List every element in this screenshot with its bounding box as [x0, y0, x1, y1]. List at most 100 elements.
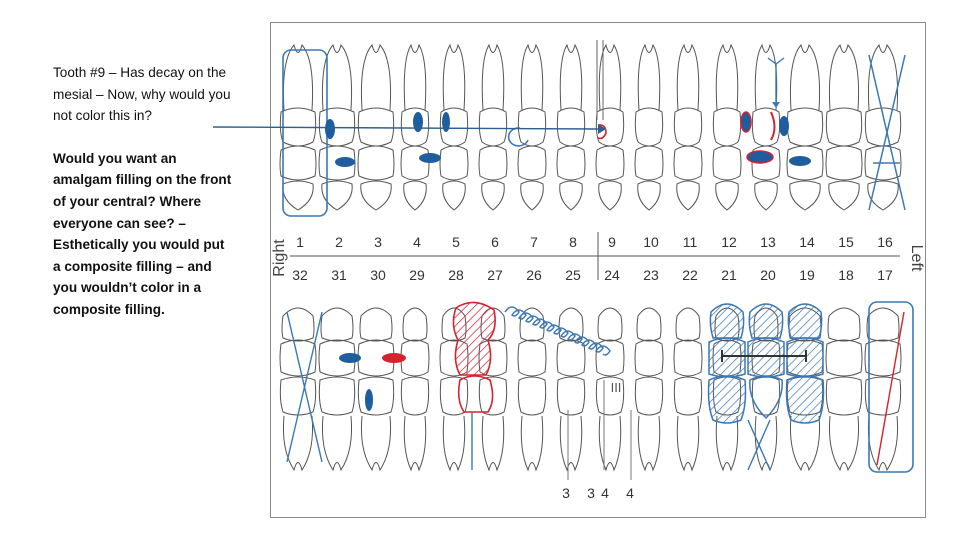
upper-crown [864, 107, 902, 147]
tooth-20-extract-line-b [747, 419, 771, 471]
lower-occlusal [279, 339, 317, 377]
upper-occlusal [400, 145, 430, 181]
upper-root [598, 43, 622, 111]
upper-occlusal [751, 145, 781, 181]
lower-tooth-26 [517, 307, 547, 472]
upper-root [867, 43, 899, 111]
upper-root [715, 43, 739, 111]
lower-lingual [281, 307, 315, 342]
lower-number-28: 28 [448, 267, 464, 283]
lower-tooth-31 [318, 307, 356, 472]
upper-number-12: 12 [721, 234, 737, 250]
bridge-19-21 [707, 303, 825, 424]
tooth-30-buccal-amalgam [365, 389, 373, 411]
upper-number-11: 11 [683, 234, 698, 250]
upper-occlusal [357, 145, 395, 181]
tooth-4-occlusal-amalgam [419, 153, 441, 163]
gingival-recession-mark [504, 306, 611, 356]
lower-lingual [320, 307, 354, 342]
tooth-28-root-outline [457, 375, 494, 413]
upper-tooth-3 [357, 43, 395, 211]
lower-occlusal [864, 339, 902, 377]
upper-lingual [867, 180, 899, 211]
upper-root [360, 43, 392, 111]
tooth-1-missing-outline [282, 49, 328, 217]
upper-tooth-8 [556, 43, 586, 211]
lower-lingual [827, 307, 861, 342]
lower-root [481, 415, 505, 472]
upper-occlusal [825, 145, 863, 181]
upper-root [559, 43, 583, 111]
bridge-unit-occlusal [747, 337, 785, 378]
lower-number-26: 26 [526, 267, 542, 283]
upper-crown [712, 107, 742, 147]
upper-crown [439, 107, 469, 147]
upper-crown [478, 107, 508, 147]
pocket-label: 4 [626, 485, 634, 501]
lower-lingual [636, 307, 662, 342]
tooth-16-extract-line-b [868, 54, 906, 211]
lower-crown [439, 376, 469, 416]
upper-root [442, 43, 466, 111]
tooth-13-decay-outline [770, 111, 776, 141]
upper-crown [825, 107, 863, 147]
upper-crown [634, 107, 664, 147]
lower-number-23: 23 [643, 267, 659, 283]
upper-crown [517, 107, 547, 147]
upper-tooth-10 [634, 43, 664, 211]
note-tooth-9: Tooth #9 – Has decay on the mesial – Now… [53, 65, 231, 124]
upper-number-7: 7 [530, 234, 538, 250]
lower-number-19: 19 [799, 267, 815, 283]
lower-crown [751, 376, 781, 416]
dental-chart-frame [270, 22, 926, 518]
upper-lingual [321, 180, 353, 211]
upper-occlusal [712, 145, 742, 181]
lower-number-32: 32 [292, 267, 308, 283]
tooth-4-distal-amalgam [413, 112, 423, 132]
lower-root [598, 415, 622, 472]
lower-occlusal [595, 339, 625, 377]
upper-tooth-5 [439, 43, 469, 211]
upper-number-16: 16 [877, 234, 893, 250]
lower-lingual [675, 307, 701, 342]
upper-lingual [715, 180, 739, 211]
lower-root [868, 415, 898, 472]
upper-lingual [676, 180, 700, 211]
tooth-17-root-canal-line [876, 311, 905, 466]
upper-number-13: 13 [760, 234, 776, 250]
upper-tooth-4 [400, 43, 430, 211]
pointer-arrow-line [212, 126, 599, 130]
lower-number-24: 24 [604, 267, 620, 283]
lower-number-27: 27 [487, 267, 503, 283]
lower-crown [634, 376, 664, 416]
lower-number-20: 20 [760, 267, 776, 283]
lower-lingual [359, 307, 393, 342]
tooth-30-amalgam [339, 353, 361, 363]
tooth-32-extract-line-b [286, 311, 323, 463]
upper-tooth-1 [279, 43, 317, 211]
lower-root [715, 415, 739, 472]
tooth-2-occlusal-amalgam [335, 157, 355, 167]
upper-occlusal [439, 145, 469, 181]
pocket-label: 4 [601, 485, 609, 501]
lower-crown [673, 376, 703, 416]
lower-crown [318, 376, 356, 416]
lower-crown [825, 376, 863, 416]
drift-mark [767, 57, 785, 65]
lower-crown [357, 376, 395, 416]
lower-occlusal [357, 339, 395, 377]
upper-root [828, 43, 860, 111]
bridge-unit-crown [707, 375, 747, 424]
upper-number-9: 9 [608, 234, 616, 250]
lower-occlusal [517, 339, 547, 377]
pocket-label: 3 [562, 485, 570, 501]
upper-occlusal [673, 145, 703, 181]
upper-root [321, 43, 353, 111]
upper-root [282, 43, 314, 111]
upper-tooth-14 [786, 43, 824, 211]
tooth-28-crown [452, 301, 496, 376]
upper-number-1: 1 [296, 234, 304, 250]
upper-root [481, 43, 505, 111]
upper-root [789, 43, 821, 111]
